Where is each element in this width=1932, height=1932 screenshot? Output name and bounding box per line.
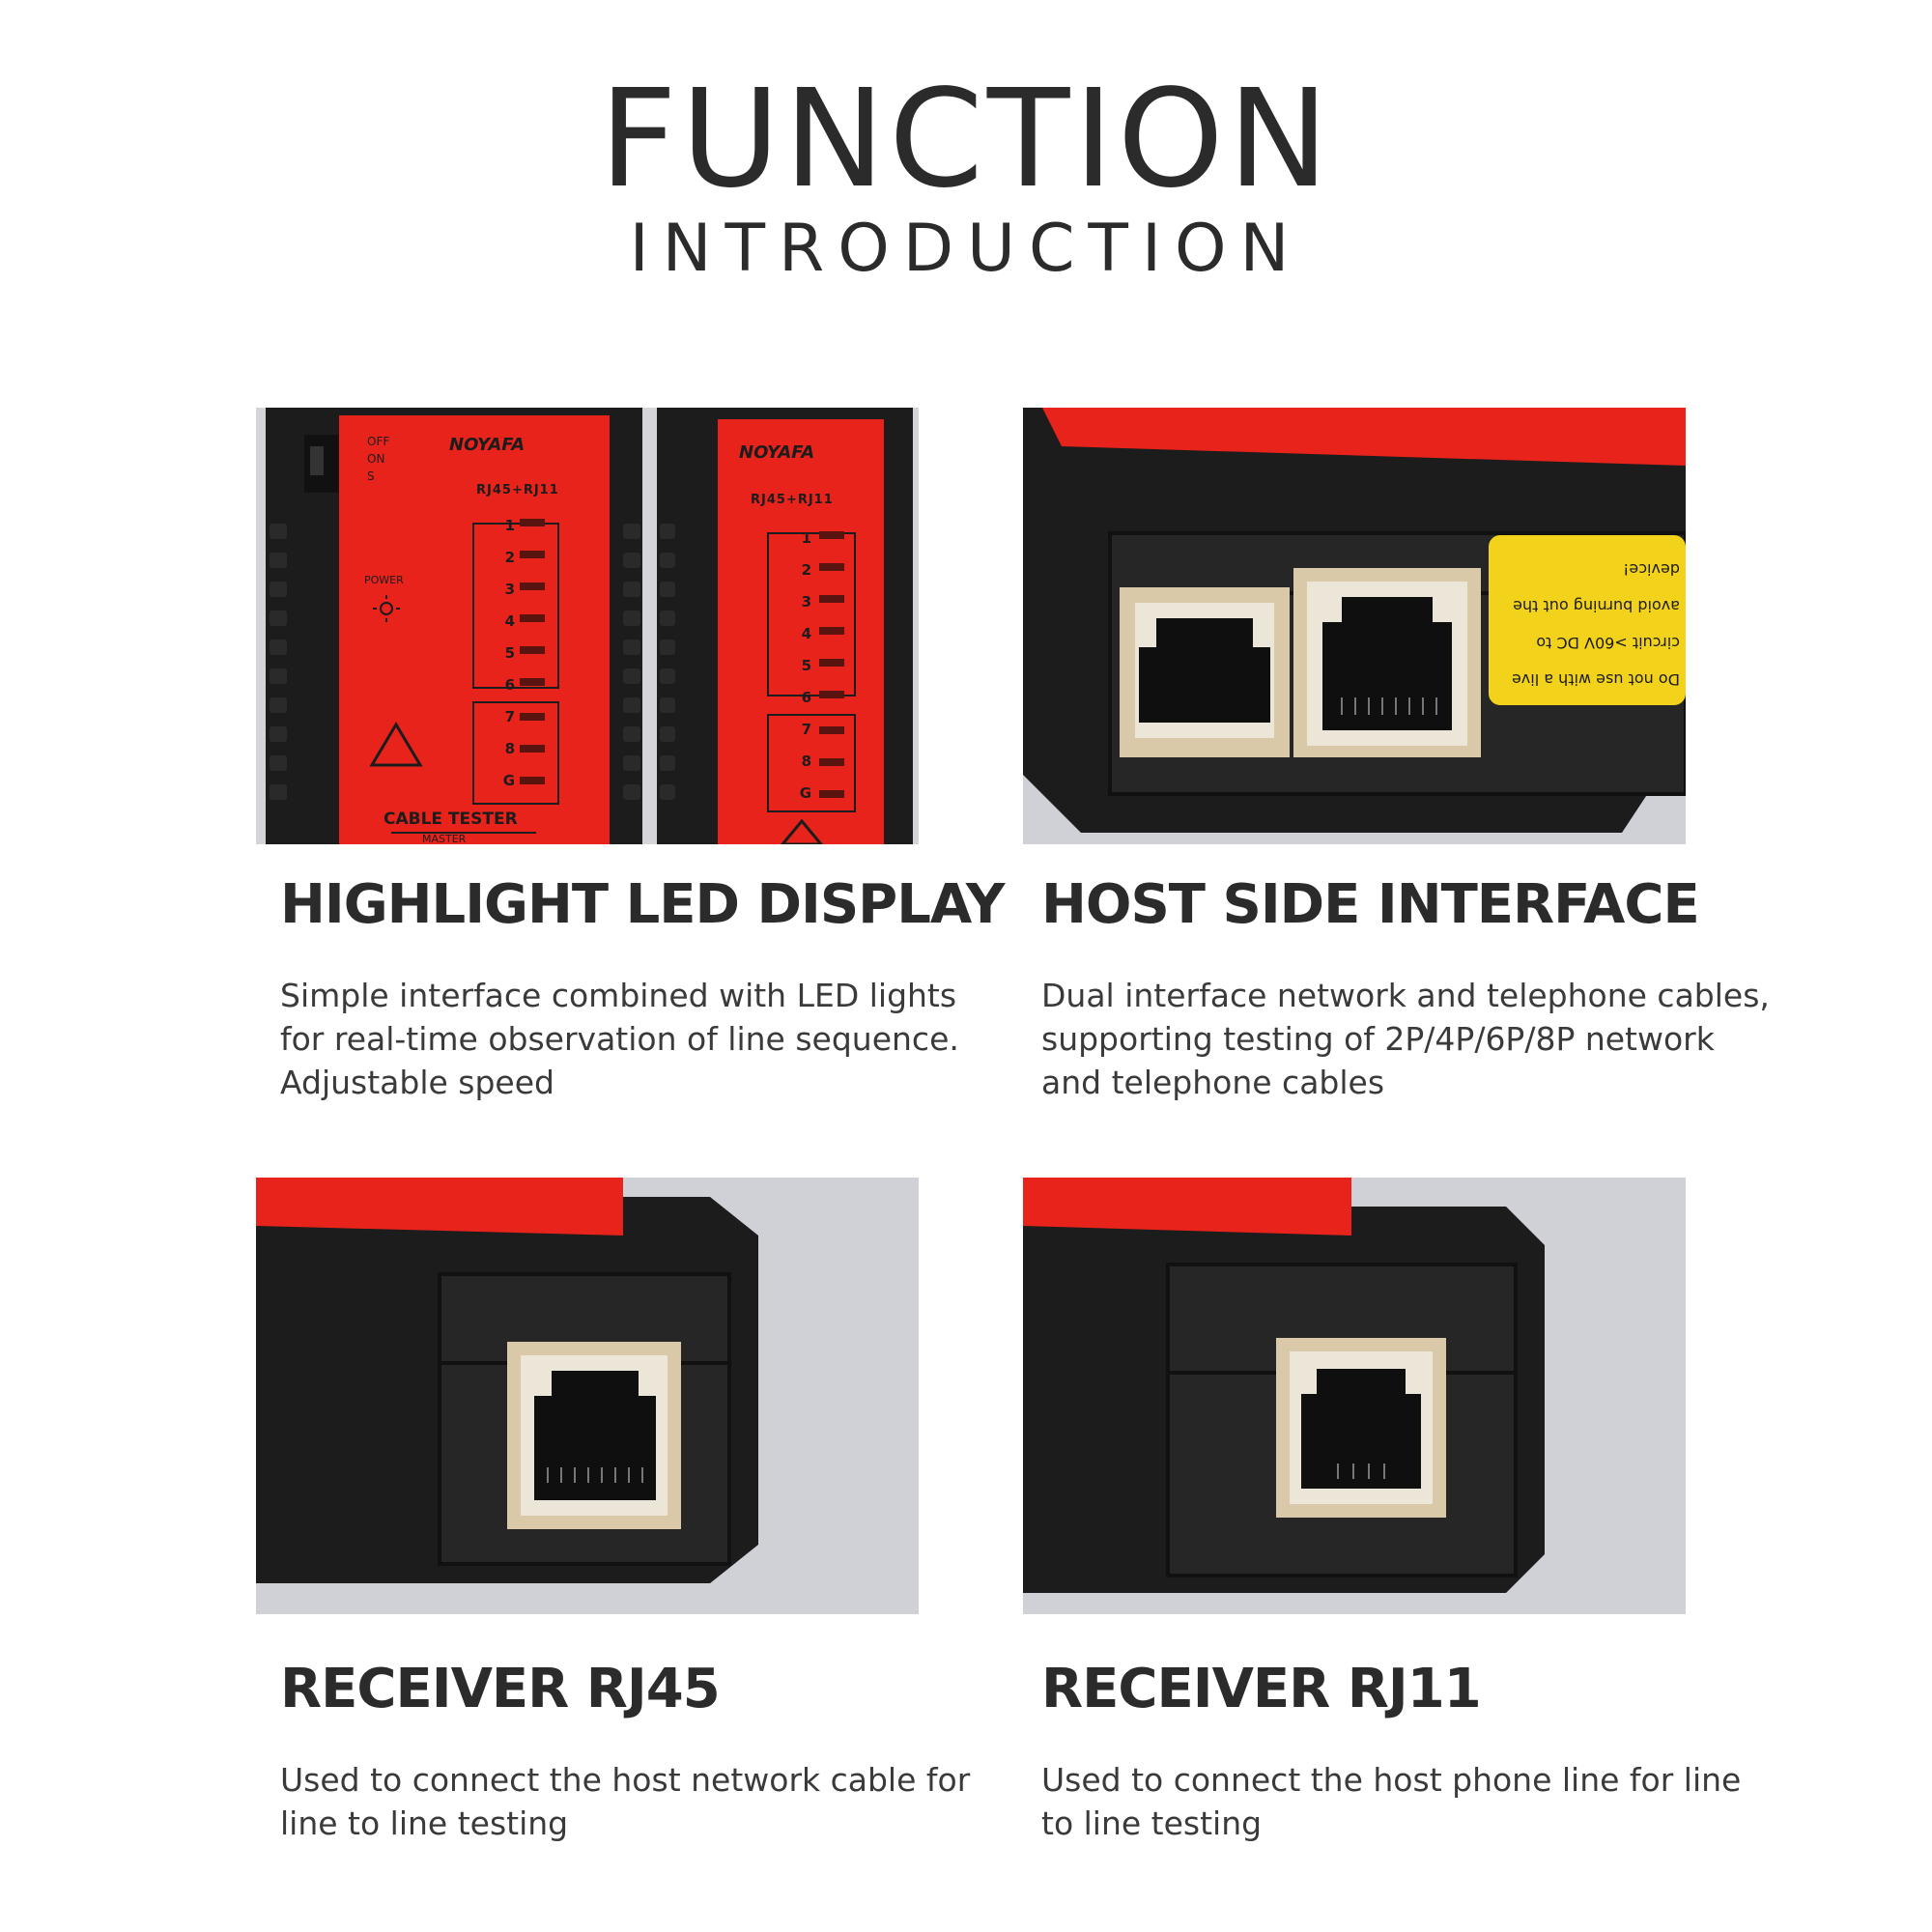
feature-text-line: line to line testing — [280, 1804, 569, 1842]
led-number: 6 — [504, 676, 515, 694]
brand-logo-left: NOYAFA — [449, 435, 526, 455]
model-label-right: RJ45+RJ11 — [751, 493, 834, 507]
led-number: 2 — [801, 561, 811, 579]
led-number: 8 — [801, 753, 811, 770]
receiver-rj11-illustration — [1023, 1178, 1686, 1614]
power-label: POWER — [364, 574, 404, 586]
host-interface-illustration — [1023, 408, 1686, 844]
feature-description-host-interface: Dual interface network and telephone cab… — [1041, 974, 1770, 1104]
cable-tester-label: CABLE TESTER — [384, 810, 518, 829]
feature-title-host-interface: HOST SIDE INTERFACE — [1041, 873, 1700, 936]
feature-text-line: and telephone cables — [1041, 1064, 1385, 1101]
warning-line: circuit >60V DC to — [1536, 634, 1680, 652]
feature-text-line: supporting testing of 2P/4P/6P/8P networ… — [1041, 1020, 1715, 1058]
led-number: G — [799, 784, 811, 802]
feature-description-receiver-rj11: Used to connect the host phone line for … — [1041, 1758, 1742, 1845]
led-numbers-left: 1 2 3 4 5 6 7 8 G — [496, 510, 515, 797]
led-numbers-right: 1 2 3 4 5 6 7 8 G — [792, 523, 811, 810]
feature-text-line: to line testing — [1041, 1804, 1263, 1842]
led-number: 7 — [801, 721, 811, 738]
led-number: 1 — [801, 529, 811, 547]
switch-s-label: S — [367, 469, 375, 483]
receiver-rj11-photo — [1023, 1178, 1686, 1614]
warning-line: Do not use with a live — [1511, 670, 1680, 689]
led-display-photo: NOYAFA NOYAFA RJ45+RJ11 RJ45+RJ11 OFF ON… — [256, 408, 919, 844]
warning-line: avoid burning out the — [1513, 597, 1680, 615]
receiver-rj45-photo — [256, 1178, 919, 1614]
feature-description-receiver-rj45: Used to connect the host network cable f… — [280, 1758, 971, 1845]
led-number: 6 — [801, 689, 811, 706]
feature-text-line: Adjustable speed — [280, 1064, 554, 1101]
warning-line: device! — [1623, 560, 1680, 579]
feature-text-line: for real-time observation of line sequen… — [280, 1020, 959, 1058]
led-number: 3 — [801, 593, 811, 611]
led-number: 8 — [504, 740, 515, 757]
feature-description-led-display: Simple interface combined with LED light… — [280, 974, 959, 1104]
model-label-left: RJ45+RJ11 — [476, 483, 559, 497]
feature-title-led-display: HIGHLIGHT LED DISPLAY — [280, 873, 1005, 936]
led-number: 5 — [801, 657, 811, 674]
led-number: 4 — [504, 612, 515, 630]
led-number: 1 — [504, 517, 515, 534]
page-title: FUNCTION — [599, 61, 1333, 218]
switch-off-label: OFF — [367, 435, 390, 448]
page-subtitle: INTRODUCTION — [629, 211, 1303, 287]
warning-sticker: Do not use with a live circuit >60V DC t… — [1496, 543, 1680, 697]
led-number: 4 — [801, 625, 811, 642]
led-number: 5 — [504, 644, 515, 662]
master-label: MASTER — [422, 833, 467, 844]
feature-title-receiver-rj11: RECEIVER RJ11 — [1041, 1658, 1482, 1720]
feature-text-line: Used to connect the host network cable f… — [280, 1761, 971, 1799]
feature-title-receiver-rj45: RECEIVER RJ45 — [280, 1658, 721, 1720]
brand-logo-right: NOYAFA — [739, 442, 815, 463]
switch-labels: OFF ON S — [367, 433, 389, 485]
receiver-rj45-illustration — [256, 1178, 919, 1614]
host-interface-photo: Do not use with a live circuit >60V DC t… — [1023, 408, 1686, 844]
feature-text-line: Simple interface combined with LED light… — [280, 977, 957, 1014]
led-number: G — [502, 772, 515, 789]
led-number: 7 — [504, 708, 515, 725]
switch-on-label: ON — [367, 452, 385, 466]
feature-text-line: Dual interface network and telephone cab… — [1041, 977, 1770, 1014]
led-number: 3 — [504, 581, 515, 598]
led-display-illustration — [256, 408, 919, 844]
led-number: 2 — [504, 549, 515, 566]
feature-text-line: Used to connect the host phone line for … — [1041, 1761, 1742, 1799]
